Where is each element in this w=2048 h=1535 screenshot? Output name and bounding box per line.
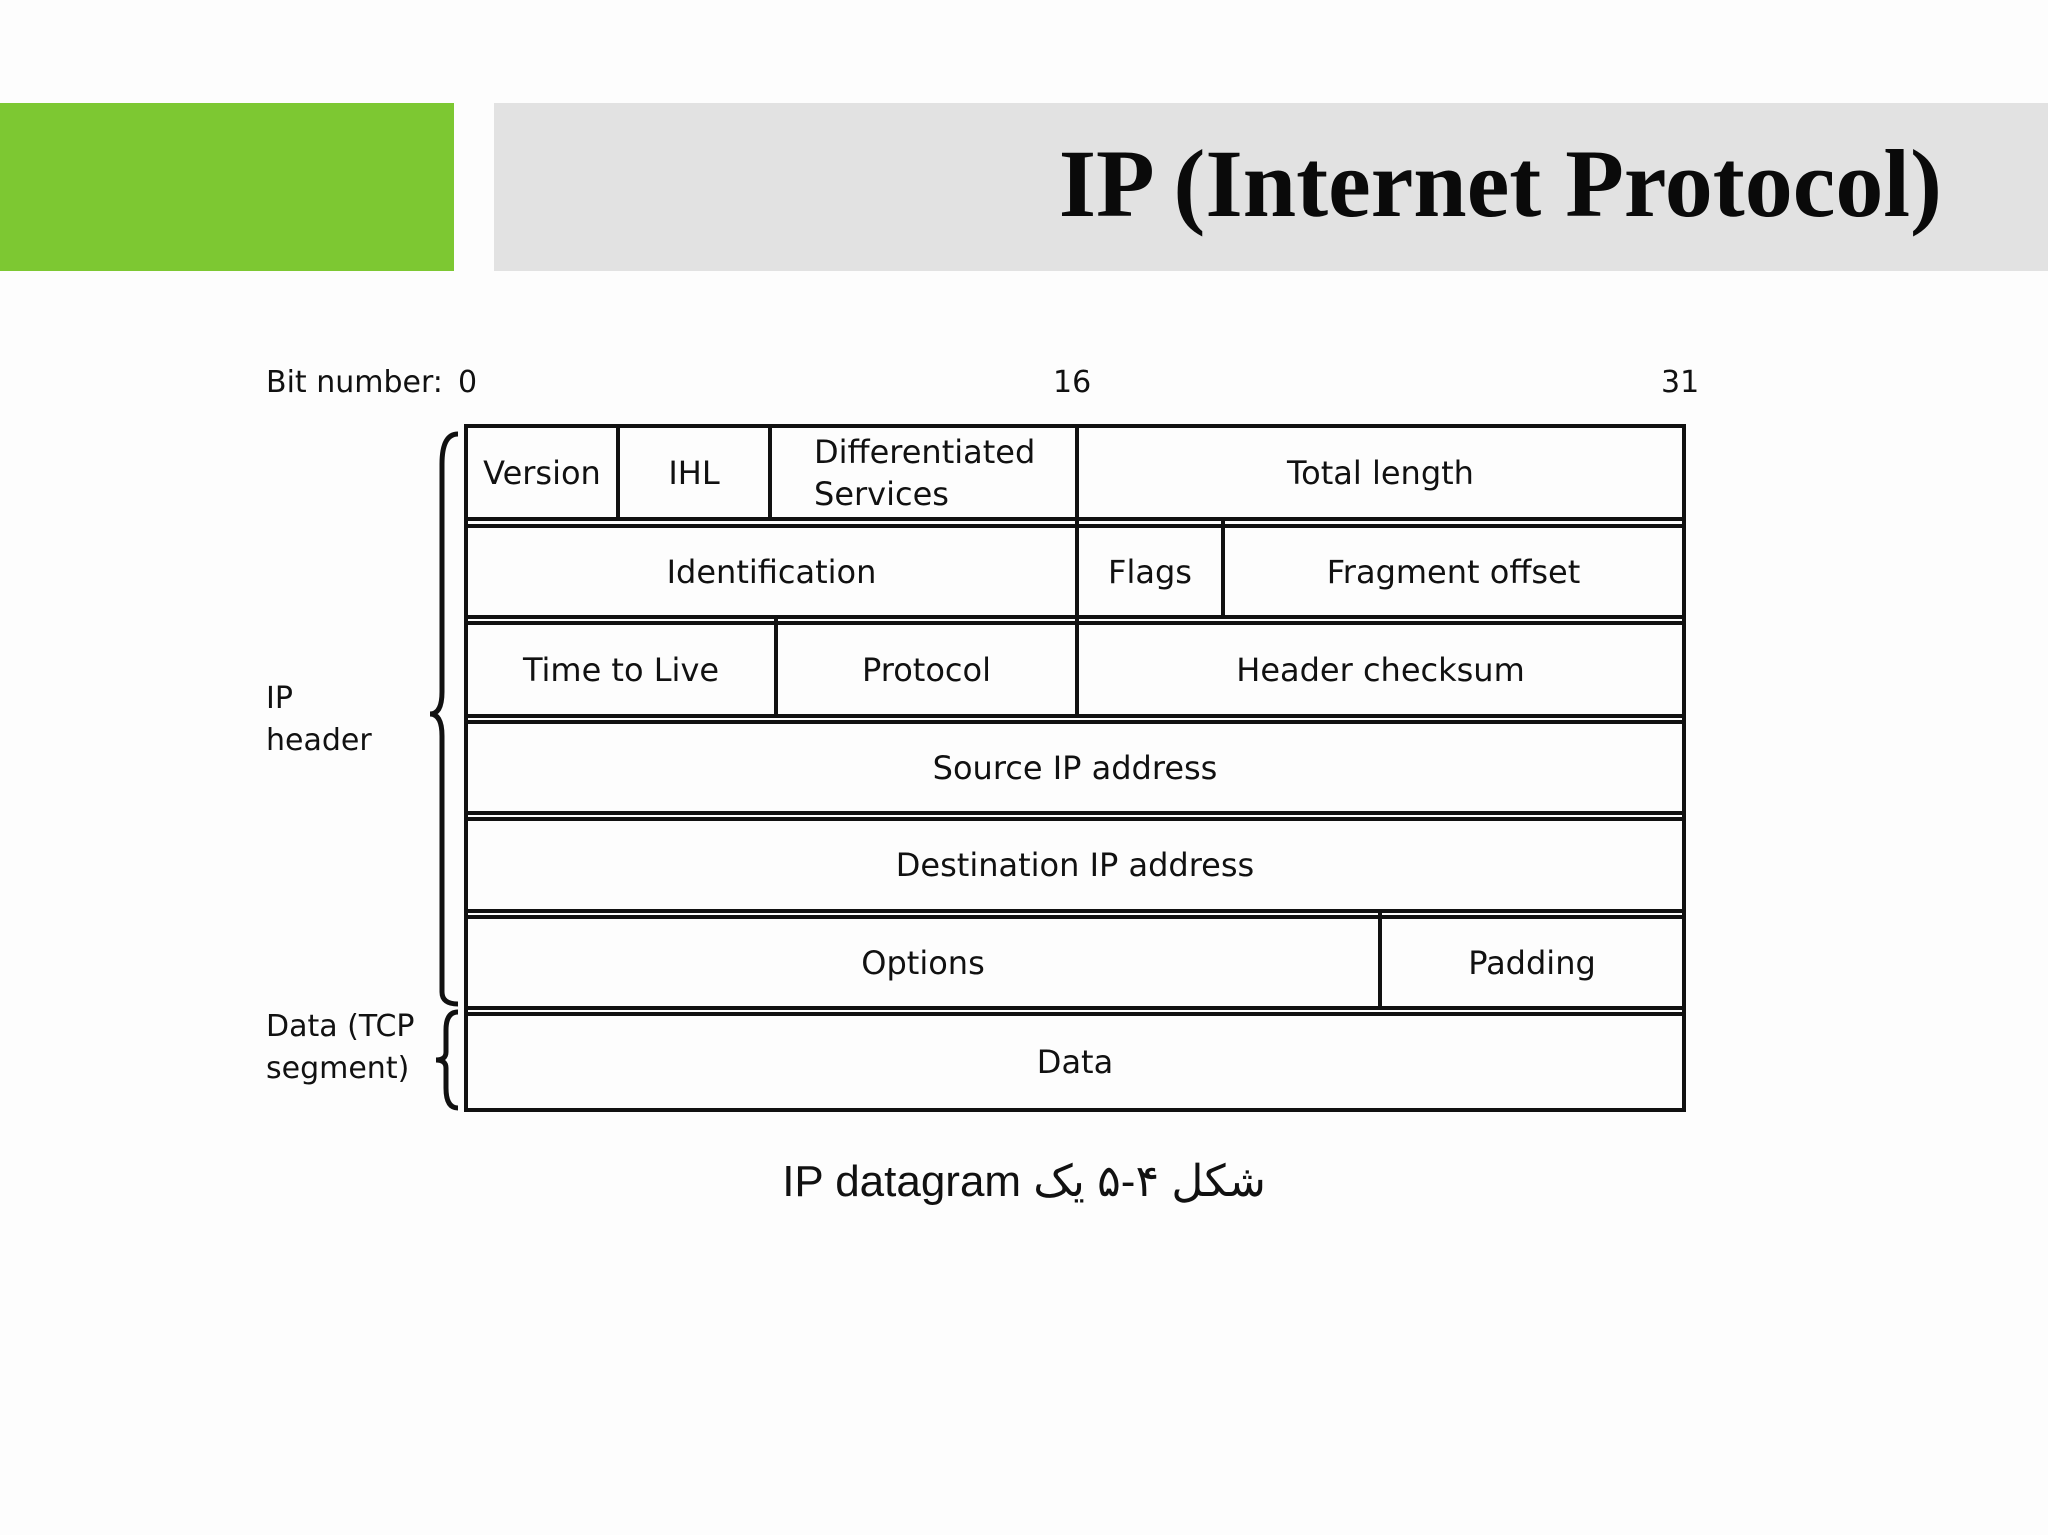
field-differentiated-services: Differentiated Services xyxy=(814,432,1036,513)
column-divider xyxy=(1075,424,1079,521)
row-divider xyxy=(464,1006,1686,1010)
column-divider xyxy=(774,618,778,717)
field-fragment-offset: Fragment offset xyxy=(1326,552,1581,591)
field-padding: Padding xyxy=(1468,943,1596,982)
row-divider xyxy=(464,720,1686,724)
field-version: Version xyxy=(483,453,601,492)
bit-number-label: Bit number: xyxy=(266,365,443,400)
field-header-checksum: Header checksum xyxy=(1236,650,1525,689)
column-divider xyxy=(768,424,772,521)
column-divider xyxy=(1221,521,1225,618)
field-options: Options xyxy=(861,943,985,982)
column-divider xyxy=(616,424,620,521)
field-source-ip-address: Source IP address xyxy=(932,748,1218,787)
row-divider xyxy=(464,811,1686,815)
row-divider xyxy=(464,909,1686,913)
column-divider xyxy=(1378,912,1382,1009)
column-divider xyxy=(1075,521,1079,618)
bit-16-label: 16 xyxy=(1053,365,1092,400)
column-divider xyxy=(1075,618,1079,717)
field-data: Data xyxy=(1036,1043,1114,1081)
field-ihl: IHL xyxy=(668,453,720,492)
data-tcp-segment-label: Data (TCP segment) xyxy=(266,1009,415,1086)
braces-icon xyxy=(429,431,459,1111)
figure-caption: IP datagram شکل ۴-۵ یک xyxy=(782,1157,1266,1206)
row-divider xyxy=(464,1012,1686,1016)
bit-31-label: 31 xyxy=(1661,365,1700,400)
bit-0-label: 0 xyxy=(458,365,478,400)
title-bar xyxy=(494,103,2048,271)
row-divider xyxy=(464,915,1686,919)
field-protocol: Protocol xyxy=(862,650,991,689)
field-time-to-live: Time to Live xyxy=(522,650,720,689)
ip-header-label: IP header xyxy=(266,681,372,758)
slide-title: IP (Internet Protocol) xyxy=(1058,130,1942,237)
accent-green-block xyxy=(0,103,454,271)
field-flags: Flags xyxy=(1108,552,1192,591)
row-divider xyxy=(464,817,1686,821)
field-identification: Identification xyxy=(666,552,877,591)
field-total-length: Total length xyxy=(1287,453,1474,492)
field-destination-ip-address: Destination IP address xyxy=(895,846,1255,884)
